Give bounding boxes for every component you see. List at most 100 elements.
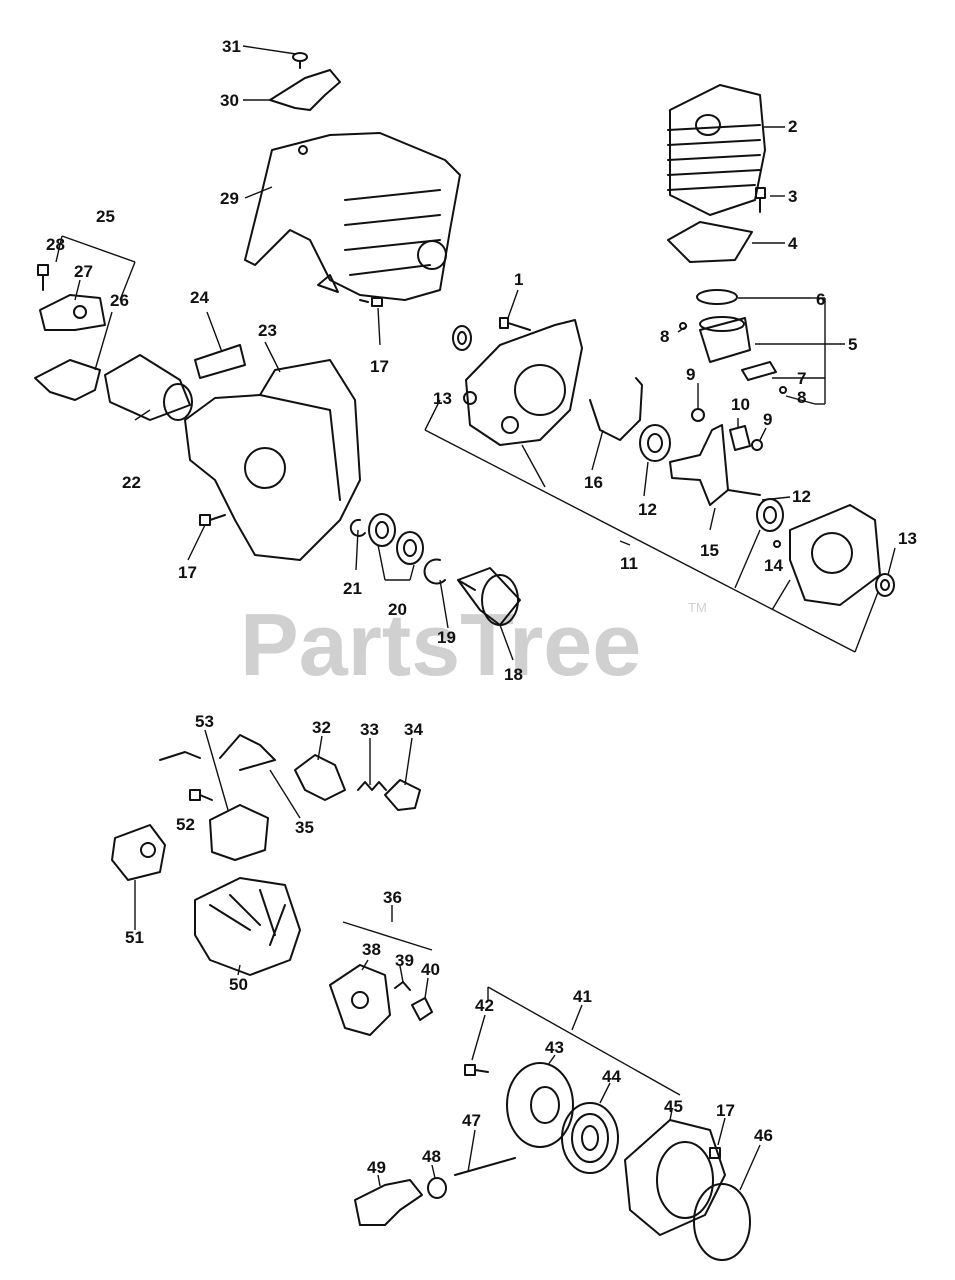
piston-ring-6-icon	[696, 289, 738, 305]
label-24-icon	[194, 344, 246, 379]
callout-labels: 31 30 29 2 3 4 6 5 7 8 8 1 13 9 10 9 16 …	[46, 37, 917, 1177]
seal-13b-icon	[875, 573, 895, 597]
callout-22: 22	[122, 473, 141, 492]
callout-16: 16	[584, 473, 603, 492]
pad-40-icon	[411, 997, 433, 1021]
callout-36: 36	[383, 888, 402, 907]
callout-21: 21	[343, 579, 362, 598]
callout-24: 24	[190, 288, 209, 307]
watermark-trademark: TM	[688, 600, 707, 615]
callout-44: 44	[602, 1067, 621, 1086]
callout-19: 19	[437, 628, 456, 647]
callout-48: 48	[422, 1147, 441, 1166]
cylinder-2-icon	[667, 84, 766, 216]
decal-46-icon	[693, 1183, 751, 1261]
piston-pin-7-icon	[741, 361, 777, 381]
top-cover-30-icon	[269, 69, 341, 111]
recoil-spring-44-icon	[561, 1102, 619, 1174]
module-51-icon	[111, 824, 166, 881]
pulley-43-icon	[506, 1062, 574, 1148]
callout-43: 43	[545, 1038, 564, 1057]
part-drawings	[34, 52, 895, 1261]
callout-20: 20	[388, 600, 407, 619]
callout-12a: 12	[638, 500, 657, 519]
spring-39-icon	[394, 981, 411, 991]
callout-51: 51	[125, 928, 144, 947]
callout-2: 2	[788, 117, 797, 136]
seal-13-icon	[452, 325, 472, 351]
screw-17a-icon	[359, 297, 383, 307]
callout-35: 35	[295, 818, 314, 837]
callout-4: 4	[788, 234, 798, 253]
callout-13b: 13	[898, 529, 917, 548]
clip-8b-icon	[779, 386, 787, 394]
callout-15: 15	[700, 541, 719, 560]
snap-ring-19-icon	[423, 558, 446, 585]
callout-34: 34	[404, 720, 423, 739]
crankshaft-15-icon	[669, 424, 761, 506]
callout-14: 14	[764, 556, 783, 575]
engine-cover-29-icon	[244, 132, 461, 301]
callout-9a: 9	[686, 365, 695, 384]
callout-17a: 17	[370, 357, 389, 376]
callout-50: 50	[229, 975, 248, 994]
bearing-9b-icon	[751, 439, 763, 451]
screw-28-icon	[37, 264, 49, 291]
callout-13a: 13	[433, 389, 452, 408]
crankcase-left-icon	[463, 319, 583, 446]
screw-17c-icon	[709, 1147, 721, 1159]
screw-42-icon	[464, 1064, 489, 1076]
callout-39: 39	[395, 951, 414, 970]
watermark-text: PartsTree	[240, 595, 641, 694]
callout-31: 31	[222, 37, 241, 56]
callout-53: 53	[195, 712, 214, 731]
callout-47: 47	[462, 1111, 481, 1130]
callout-42: 42	[475, 996, 494, 1015]
bolt-1-icon	[499, 317, 531, 331]
callout-38: 38	[362, 940, 381, 959]
snap-ring-21-icon	[349, 518, 366, 537]
clamp-26-icon	[34, 359, 101, 401]
spring-33-icon	[357, 781, 387, 791]
bearings-20-icon	[368, 513, 424, 565]
callout-8a: 8	[797, 388, 806, 407]
starter-housing-45-icon	[624, 1119, 726, 1236]
callout-3: 3	[788, 187, 797, 206]
gasket-4-icon	[667, 221, 753, 263]
callout-17c: 17	[716, 1101, 735, 1120]
callout-11: 11	[620, 554, 638, 573]
callout-30: 30	[220, 91, 239, 110]
callout-12b: 12	[792, 487, 811, 506]
clutch-shoe-38-icon	[329, 964, 391, 1036]
fan-housing-23-icon	[184, 359, 361, 561]
screw-31-icon	[292, 52, 308, 69]
callout-41: 41	[573, 987, 592, 1006]
callout-10: 10	[731, 395, 750, 414]
callout-52: 52	[176, 815, 195, 834]
callout-28: 28	[46, 235, 65, 254]
ball-bearing-12b-icon	[756, 498, 784, 532]
bearing-9-icon	[691, 408, 705, 422]
callout-46: 46	[754, 1126, 773, 1145]
starter-handle-49-icon	[354, 1179, 423, 1226]
rope-47-icon	[454, 1157, 516, 1176]
grip-insert-48-icon	[427, 1177, 447, 1199]
callout-9b: 9	[763, 410, 772, 429]
crankcase-right-icon	[773, 504, 881, 606]
bracket-16-icon	[589, 377, 643, 441]
housing-22-icon	[104, 354, 193, 421]
callout-18: 18	[504, 665, 523, 684]
needle-bearing-10-icon	[729, 425, 751, 451]
flywheel-50-icon	[194, 877, 301, 976]
callout-32: 32	[312, 718, 331, 737]
plug-boot-32-icon	[294, 754, 346, 801]
callout-6: 6	[816, 290, 825, 309]
callout-17b: 17	[178, 563, 197, 582]
callout-23: 23	[258, 321, 277, 340]
callout-26: 26	[110, 291, 129, 310]
callout-25: 25	[96, 207, 115, 226]
callout-5: 5	[848, 335, 857, 354]
callout-29: 29	[220, 189, 239, 208]
